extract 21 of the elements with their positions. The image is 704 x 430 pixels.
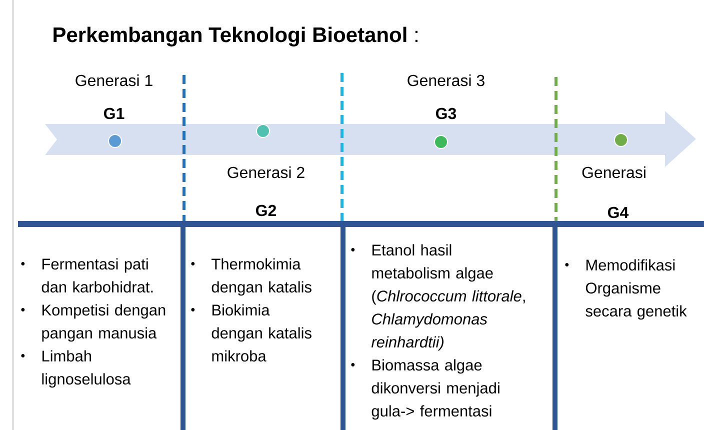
table-cell: Etanol hasil metabolism algae (Chlrococcum littorale, Chlamydomonas reinhardtii) Biomassa algae dikonversi menjadi gula-> fermentasi bbox=[351, 244, 525, 420]
generation-label: Generasi 3 bbox=[408, 74, 484, 86]
node-label: Biomassa algae dikonversi menjadi gula-> fermentasi bbox=[372, 359, 500, 420]
node-label: Limbah lignoselulosa bbox=[42, 350, 131, 388]
table-cell: Memodifikasi Organisme secara genetik bbox=[565, 259, 687, 320]
node-label: Etanol hasil metabolism algae (Chlrococcum littorale, Chlamydomonas reinhardtii) bbox=[371, 244, 525, 351]
node-label: Thermokimia dengan katalis bbox=[212, 258, 312, 296]
generation-label: Generasi bbox=[582, 166, 646, 178]
node-label: Biokimia dengan katalis mikroba bbox=[212, 304, 312, 362]
generation-code: G2 bbox=[256, 204, 276, 216]
table-cell: Thermokimia dengan katalis Biokimia dengan katalis mikroba bbox=[191, 258, 312, 362]
node-label: Memodifikasi Organisme secara genetik bbox=[586, 259, 687, 320]
generation-label: Generasi 2 bbox=[228, 166, 304, 178]
table-cell: Fermentasi pati dan karbohidrat. Kompetisi dengan pangan manusia Limbah lignoselulosa bbox=[21, 258, 166, 388]
generation-code: G3 bbox=[436, 108, 456, 120]
generation-code: G4 bbox=[608, 206, 629, 218]
generation-label: Generasi 1 bbox=[76, 74, 152, 86]
title: Perkembangan Teknologi Bioetanol : bbox=[54, 26, 418, 46]
node-label: Kompetisi dengan pangan manusia bbox=[42, 304, 166, 342]
generation-code: G1 bbox=[104, 108, 124, 120]
node-label: Fermentasi pati dan karbohidrat. bbox=[42, 258, 153, 293]
